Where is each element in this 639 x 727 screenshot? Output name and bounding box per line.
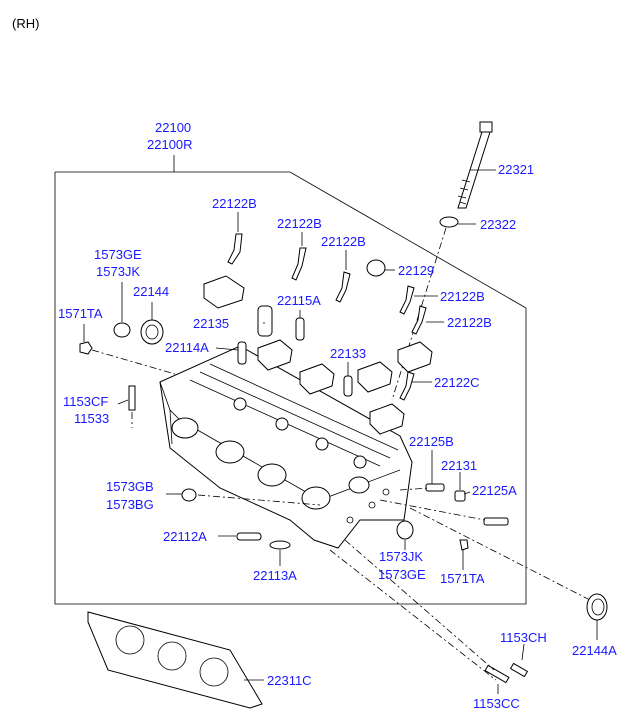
label-1571TA-right: 1571TA: [440, 571, 485, 586]
stud-22125B: [425, 483, 445, 492]
head-bolt: [457, 121, 493, 209]
label-22112A: 22112A: [163, 529, 207, 544]
label-22122B-5: 22122B: [447, 315, 492, 330]
plug-1573JK-lower: [396, 520, 414, 540]
label-22311C: 22311C: [267, 673, 312, 688]
label-22100: 22100: [155, 120, 191, 135]
oring-22113A: [269, 540, 291, 550]
label-22114A: 22114A: [165, 340, 209, 355]
label-22122C: 22122C: [434, 375, 480, 390]
label-1573BG: 1573BG: [106, 497, 154, 512]
label-22144A: 22144A: [572, 643, 617, 658]
label-1153CF: 1153CF: [63, 394, 108, 409]
gasket-22112A: [236, 532, 262, 541]
label-11533: 11533: [74, 411, 109, 426]
label-22125A: 22125A: [472, 483, 517, 498]
dowel-22135: [257, 305, 273, 337]
label-1573JK: 1573JK: [96, 264, 140, 279]
label-22122B-3: 22122B: [321, 234, 366, 249]
label-1573GE: 1573GE: [94, 247, 142, 262]
label-22131: 22131: [441, 458, 477, 473]
label-22144: 22144: [133, 284, 169, 299]
label-22322: 22322: [480, 217, 516, 232]
stud-22125A: [483, 517, 509, 526]
label-22100R: 22100R: [147, 137, 193, 152]
dowel-22133: [343, 375, 353, 397]
label-22122B-4: 22122B: [440, 289, 485, 304]
label-1573GB: 1573GB: [106, 479, 154, 494]
label-22135: 22135: [193, 316, 229, 331]
cap-bolts: [227, 233, 427, 401]
assembly-frame: [54, 171, 527, 605]
plug-1573GB: [181, 488, 197, 502]
label-22129: 22129: [398, 263, 434, 278]
label-1573JK-lower: 1573JK: [379, 549, 423, 564]
head-gasket-22311C: [87, 611, 263, 709]
seal-22144: [140, 319, 164, 345]
side-indicator: (RH): [12, 16, 39, 31]
label-22125B: 22125B: [409, 434, 454, 449]
label-1153CC: 1153CC: [473, 696, 520, 711]
stud-1153CF: [128, 385, 136, 428]
dowel-1153CH: [509, 662, 529, 678]
bolt-1571TA-right: [459, 539, 469, 551]
label-22122B-2: 22122B: [277, 216, 322, 231]
label-1573GE-lower: 1573GE: [378, 567, 426, 582]
cam-caps: [203, 275, 433, 435]
dowel-22115A: [295, 317, 305, 341]
label-22321: 22321: [498, 162, 534, 177]
nut-22131: [454, 490, 466, 502]
bolt-washer: [439, 216, 459, 228]
dowel-1153CC: [484, 664, 510, 684]
cylinder-head: [159, 345, 413, 549]
label-1153CH: 1153CH: [500, 630, 547, 645]
oil-seal-22129: [366, 259, 386, 277]
label-22113A: 22113A: [253, 568, 297, 583]
label-22115A: 22115A: [277, 293, 321, 308]
dowel-22114A: [237, 341, 247, 365]
label-22122B-1: 22122B: [212, 196, 257, 211]
plug-1573GE: [113, 322, 131, 338]
label-1571TA-left: 1571TA: [58, 306, 103, 321]
bolt-1571TA-left: [79, 341, 93, 355]
label-22133: 22133: [330, 346, 366, 361]
